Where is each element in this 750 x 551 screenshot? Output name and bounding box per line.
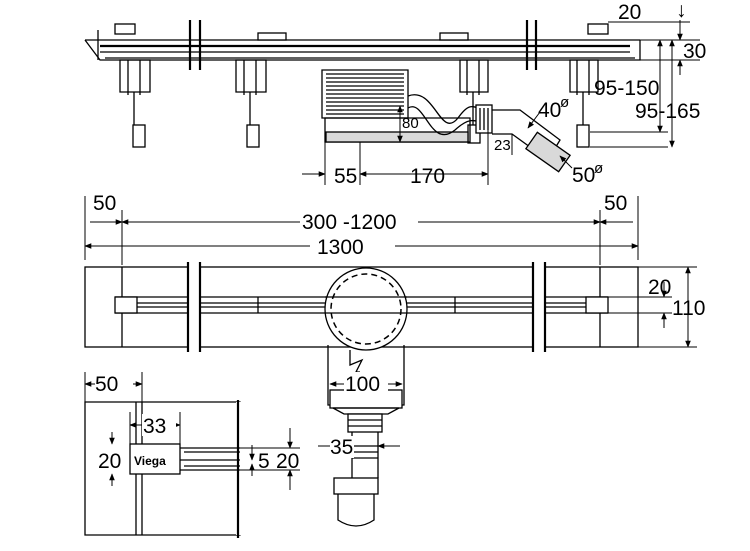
side-view: 20 ↓ 30 95-150 95-165 80 40 ø 50 ø 23 55… (84, 0, 706, 188)
label-total-length: 1300 (317, 236, 364, 259)
top-dimension-lines (84, 196, 639, 265)
label-foot-range-a: 95-150 (594, 77, 659, 100)
label-logo-height: 20 (98, 450, 121, 473)
label-outlet-height: 80 (402, 115, 419, 132)
side-outlet-body (321, 69, 471, 143)
top-drain-pipe (333, 413, 383, 527)
detail-view: 50 Viega 33 20 5 (84, 372, 300, 538)
side-channel-body (84, 20, 641, 70)
label-logo-width: 33 (143, 415, 166, 438)
label-end-left: 50 (93, 192, 116, 215)
label-pipe-dia: 50 (572, 164, 595, 187)
detail-end-extension (84, 372, 143, 402)
side-grate-clips (114, 23, 609, 41)
label-end-right: 50 (604, 192, 627, 215)
top-outlet-drain (324, 267, 408, 415)
side-elbow-pipe (475, 104, 572, 173)
diameter-mark: ø (594, 160, 603, 177)
label-foot-range-b: 95-165 (635, 100, 700, 123)
label-pipe-width: 35 (330, 436, 353, 459)
side-dimension-lines (302, 20, 700, 185)
detail-logo-width-bg (142, 414, 176, 436)
outlet-width-label-bg (344, 372, 388, 394)
top-right-dimensions (608, 266, 697, 348)
arrow-down-icon: ↓ (676, 0, 687, 22)
label-body-width: 110 (672, 297, 705, 320)
label-outlet-width: 100 (345, 373, 380, 396)
label-detail-end-length: 50 (95, 373, 118, 396)
label-left-offset: 55 (334, 165, 357, 188)
top-view: 50 50 300 -1200 1300 (84, 192, 705, 527)
diameter-mark: ø (560, 94, 569, 111)
viega-logo-plate: Viega (129, 443, 240, 475)
label-elbow-dia: 40 (538, 99, 561, 122)
label-outlet-offset: 23 (494, 137, 511, 154)
label-slot-gap: 5 (258, 450, 270, 473)
pipe-width-label-bg (330, 436, 354, 458)
label-slot-width: 20 (648, 276, 671, 299)
side-hose (407, 94, 481, 136)
viega-logo: Viega (134, 454, 166, 468)
label-outlet-length: 170 (410, 165, 445, 188)
label-channel-height: 30 (683, 40, 706, 63)
side-support-feet (119, 59, 599, 148)
label-grate-thickness: 20 (618, 1, 641, 24)
detail-end-label-bg (95, 372, 133, 394)
label-detail-slot-width: 20 (276, 450, 299, 473)
label-length-range: 300 -1200 (302, 211, 397, 234)
